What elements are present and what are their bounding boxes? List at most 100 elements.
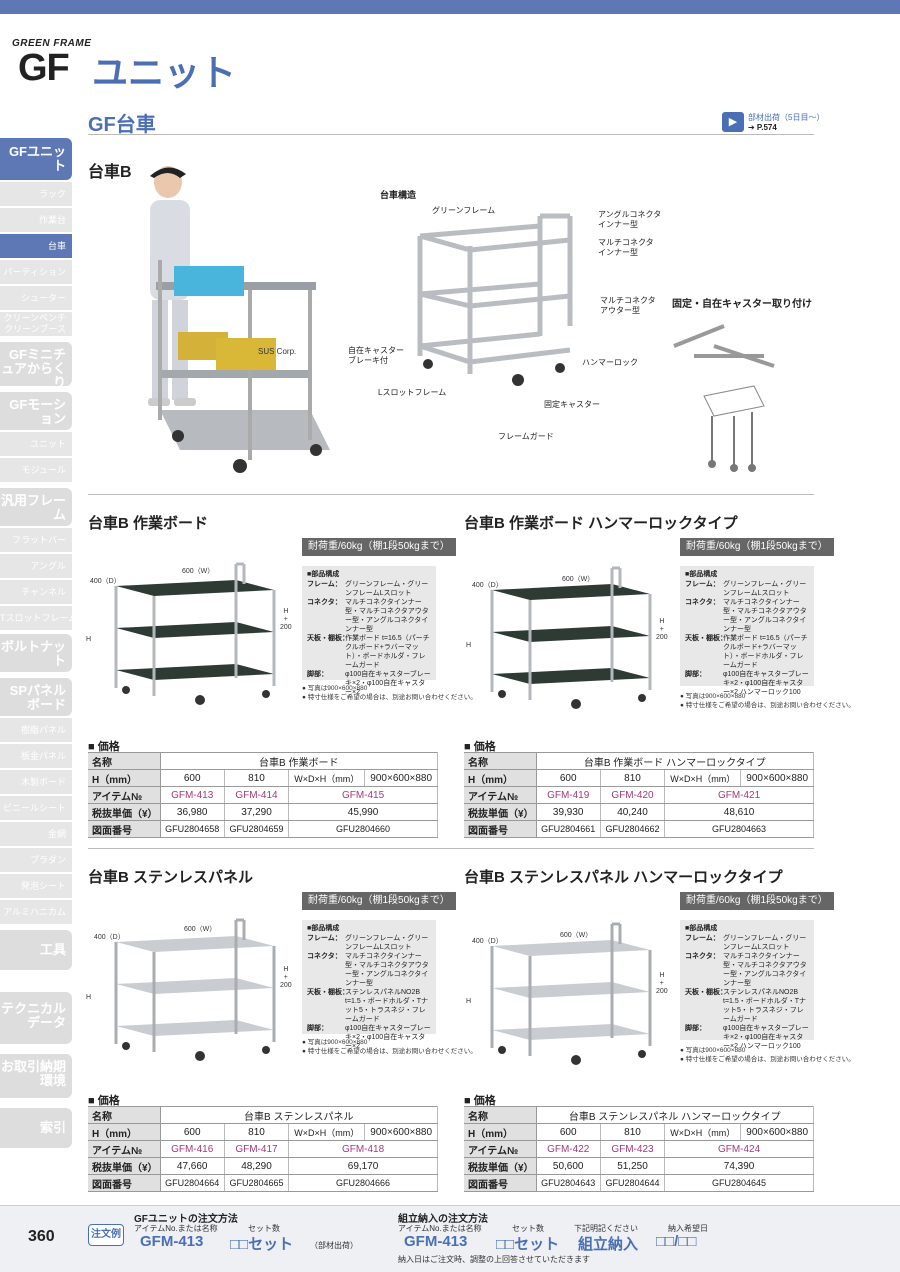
cell-key: 名称 <box>88 752 161 770</box>
cell-drawing: GFU2804659 <box>224 820 290 838</box>
order-method-title: GFユニットの注文方法 <box>134 1214 238 1225</box>
assembly-label-sets: セット数 <box>512 1224 544 1233</box>
cell-item[interactable]: GFM-420 <box>600 786 666 804</box>
assembly-method-title: 組立納入の注文方法 <box>398 1214 488 1225</box>
spec-key: コネクタ： <box>307 599 342 606</box>
specs-header: ■部品構成 <box>307 571 340 578</box>
product-title: 台車B ステンレスパネル <box>88 869 254 886</box>
cell-item[interactable]: GFM-417 <box>224 1140 290 1158</box>
spec-value: マルチコネクタインナー型・マルチコネクタアウター型・アングルコネクタインナー型 <box>723 599 807 633</box>
dim-width: 600（W） <box>560 932 593 939</box>
sidebar-major-miniature[interactable]: GFミニチュアからくり <box>0 342 72 390</box>
cell-drawing: GFU2804660 <box>288 820 438 838</box>
sidebar-item-module[interactable]: モジュール <box>0 458 72 482</box>
delivery-ref[interactable]: ➔ P.574 <box>748 123 777 132</box>
sidebar-item-tslot[interactable]: Tスロットフレーム <box>0 606 72 630</box>
cell-item[interactable]: GFM-423 <box>600 1140 666 1158</box>
sidebar-item-cart[interactable]: 台車 <box>0 234 72 258</box>
load-capacity: 耐荷重/60kg（棚1段50kgまで） <box>302 538 456 556</box>
cell-item[interactable]: GFM-419 <box>536 786 601 804</box>
sidebar-item-clean-bench[interactable]: クリーンベンチクリーンブース <box>0 312 72 336</box>
cell-name: 台車B ステンレスパネル <box>160 1106 439 1124</box>
sidebar-item-rack[interactable]: ラック <box>0 182 72 206</box>
cell-price: 36,980 <box>160 803 225 821</box>
cell-key: 図面番号 <box>88 820 161 838</box>
sidebar-item-partition[interactable]: パーティション <box>0 260 72 284</box>
cell-drawing: GFU2804661 <box>536 820 601 838</box>
spec-key: フレーム： <box>307 581 342 588</box>
hero-photo: SUS Corp. <box>148 166 330 473</box>
assembly-example-date: □□/□□ <box>656 1233 697 1250</box>
order-example-sets: □□セット <box>230 1236 294 1253</box>
sidebar-major-index[interactable]: 索引 <box>0 1108 72 1148</box>
cell-item[interactable]: GFM-415 <box>288 786 438 804</box>
mount-label: 固定・自在キャスター取り付け <box>672 299 812 310</box>
cell-h: 810 <box>600 1123 666 1141</box>
cell-wdh: 900×600×880 <box>364 769 438 787</box>
cell-key: 税抜単価（¥） <box>464 1157 537 1175</box>
note-line: ● 写真は900×600×880 <box>302 685 368 692</box>
product-diagram <box>114 562 276 705</box>
cell-key: 図面番号 <box>464 1174 537 1192</box>
sidebar-major-technical-data[interactable]: テクニカルデータ <box>0 992 72 1044</box>
sidebar-item-shooter[interactable]: シューター <box>0 286 72 310</box>
sidebar-item-metal-panel[interactable]: 板金パネル <box>0 744 72 768</box>
sidebar-item-motion-unit[interactable]: ユニット <box>0 432 72 456</box>
sidebar-major-motion[interactable]: GFモーション <box>0 392 72 430</box>
cell-wdh: 900×600×880 <box>740 769 814 787</box>
cell-price: 51,250 <box>600 1157 666 1175</box>
spec-key: 脚部： <box>307 1025 328 1032</box>
dim-height: H <box>86 636 92 643</box>
sidebar-major-tools[interactable]: 工具 <box>0 930 72 970</box>
dim-depth: 400（D） <box>472 938 503 945</box>
spec-key: 脚部： <box>685 671 706 678</box>
spec-key: 天板・棚板： <box>685 989 727 996</box>
product-title: 台車B 作業ボード ハンマーロックタイプ <box>464 515 738 532</box>
sidebar-major-general-frame[interactable]: 汎用フレーム <box>0 488 72 526</box>
sidebar-item-vinyl-sheet[interactable]: ビニールシート <box>0 796 72 820</box>
sidebar-item-foam-sheet[interactable]: 発泡シート <box>0 874 72 898</box>
sidebar-major-sp-panel[interactable]: SPパネルボード <box>0 678 72 716</box>
section-title: GF台車 <box>88 114 156 136</box>
spec-key: 天板・棚板： <box>685 635 727 642</box>
cell-item[interactable]: GFM-413 <box>160 786 225 804</box>
cell-price: 69,170 <box>288 1157 438 1175</box>
sidebar-item-flatbar[interactable]: フラットバー <box>0 528 72 552</box>
sidebar-item-aluminum-honeycomb[interactable]: アルミハニカム <box>0 900 72 924</box>
order-label-item: アイテムNo.または名称 <box>134 1224 218 1233</box>
spec-key: 天板・棚板： <box>307 635 349 642</box>
spec-value: グリーンフレーム・グリーンフレームLスロット <box>345 935 429 951</box>
spec-key: 脚部： <box>685 1025 706 1032</box>
spec-key: 脚部： <box>307 671 328 678</box>
cell-item[interactable]: GFM-424 <box>664 1140 814 1158</box>
cell-item[interactable]: GFM-422 <box>536 1140 601 1158</box>
sidebar-major-gf-unit[interactable]: GFユニット <box>0 138 72 180</box>
sidebar-item-resin-panel[interactable]: 樹脂パネル <box>0 718 72 742</box>
assembly-example-code: GFM-413 <box>404 1233 468 1250</box>
sidebar-item-workbench[interactable]: 作業台 <box>0 208 72 232</box>
cell-item[interactable]: GFM-416 <box>160 1140 225 1158</box>
cell-item[interactable]: GFM-421 <box>664 786 814 804</box>
dim-depth: 400（D） <box>472 582 503 589</box>
cell-price: 37,290 <box>224 803 290 821</box>
sidebar-item-wire-mesh[interactable]: 金網 <box>0 822 72 846</box>
hero-title: 台車B <box>88 164 132 181</box>
sidebar-major-trading[interactable]: お取引納期 環境 <box>0 1054 72 1098</box>
sidebar-item-pladan[interactable]: プラダン <box>0 848 72 872</box>
assembly-note: 納入日はご注文時、調整の上回答させていただきます <box>398 1255 590 1264</box>
callout-multi-inner: マルチコネクタ インナー型 <box>598 238 654 257</box>
sidebar-item-wood-board[interactable]: 木製ボード <box>0 770 72 794</box>
spec-key: フレーム： <box>685 581 720 588</box>
sidebar-item-channel[interactable]: チャンネル <box>0 580 72 604</box>
cell-drawing: GFU2804644 <box>600 1174 666 1192</box>
page-title: ユニット <box>92 52 237 93</box>
sidebar-major-bolt-nut[interactable]: ボルトナット <box>0 634 72 672</box>
spec-value: ステンレスパネルNO2B t=1.5・ボードホルダ・Tナット5・トラスネジ・フレ… <box>723 989 807 1023</box>
sidebar-item-angle[interactable]: アングル <box>0 554 72 578</box>
delivery-label: 部材出荷（5日目〜） <box>748 113 825 122</box>
cell-item[interactable]: GFM-418 <box>288 1140 438 1158</box>
cell-price: 50,600 <box>536 1157 601 1175</box>
spec-key: コネクタ： <box>307 953 342 960</box>
cell-item[interactable]: GFM-414 <box>224 786 290 804</box>
